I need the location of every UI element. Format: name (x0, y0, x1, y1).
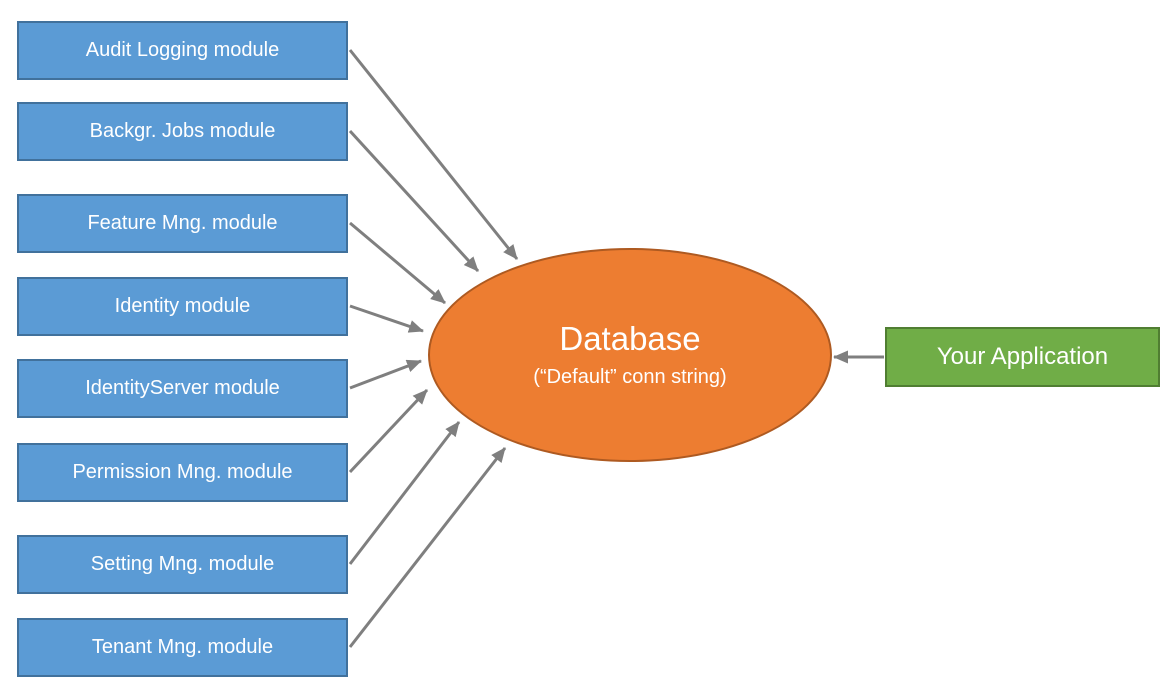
arrow-feature-mng-to-database (349, 221, 446, 305)
module-label: Tenant Mng. module (91, 636, 274, 658)
module-label: Setting Mng. module (90, 553, 275, 575)
arrow-backgr-jobs-to-database (348, 129, 480, 273)
arrow-identity-to-database (349, 304, 424, 333)
module-label: Permission Mng. module (72, 461, 293, 483)
module-box-identity: Identity module (17, 277, 348, 336)
module-label: Identity module (114, 295, 251, 317)
database-ellipse: Database (“Default” conn string) (428, 248, 832, 462)
arrow-permission-mng-to-database (348, 388, 429, 474)
arrow-audit-logging-to-database (348, 49, 519, 260)
database-subtitle: (“Default” conn string) (533, 365, 727, 388)
module-box-identityserver: IdentityServer module (17, 359, 348, 418)
module-box-audit-logging: Audit Logging module (17, 21, 348, 80)
module-label: Feature Mng. module (87, 212, 278, 234)
arrow-identityserver-to-database (349, 359, 422, 390)
module-label: IdentityServer module (85, 377, 280, 399)
module-box-setting-mng: Setting Mng. module (17, 535, 348, 594)
module-box-feature-mng: Feature Mng. module (17, 194, 348, 253)
module-label: Backgr. Jobs module (89, 120, 276, 142)
arrow-setting-mng-to-database (348, 421, 461, 565)
your-application-box: Your Application (885, 327, 1160, 387)
module-label: Audit Logging module (85, 39, 280, 61)
module-box-permission-mng: Permission Mng. module (17, 443, 348, 502)
arrow-tenant-mng-to-database (348, 447, 507, 648)
database-title: Database (559, 320, 701, 358)
module-box-backgr-jobs: Backgr. Jobs module (17, 102, 348, 161)
module-box-tenant-mng: Tenant Mng. module (17, 618, 348, 677)
your-application-label: Your Application (936, 343, 1109, 370)
